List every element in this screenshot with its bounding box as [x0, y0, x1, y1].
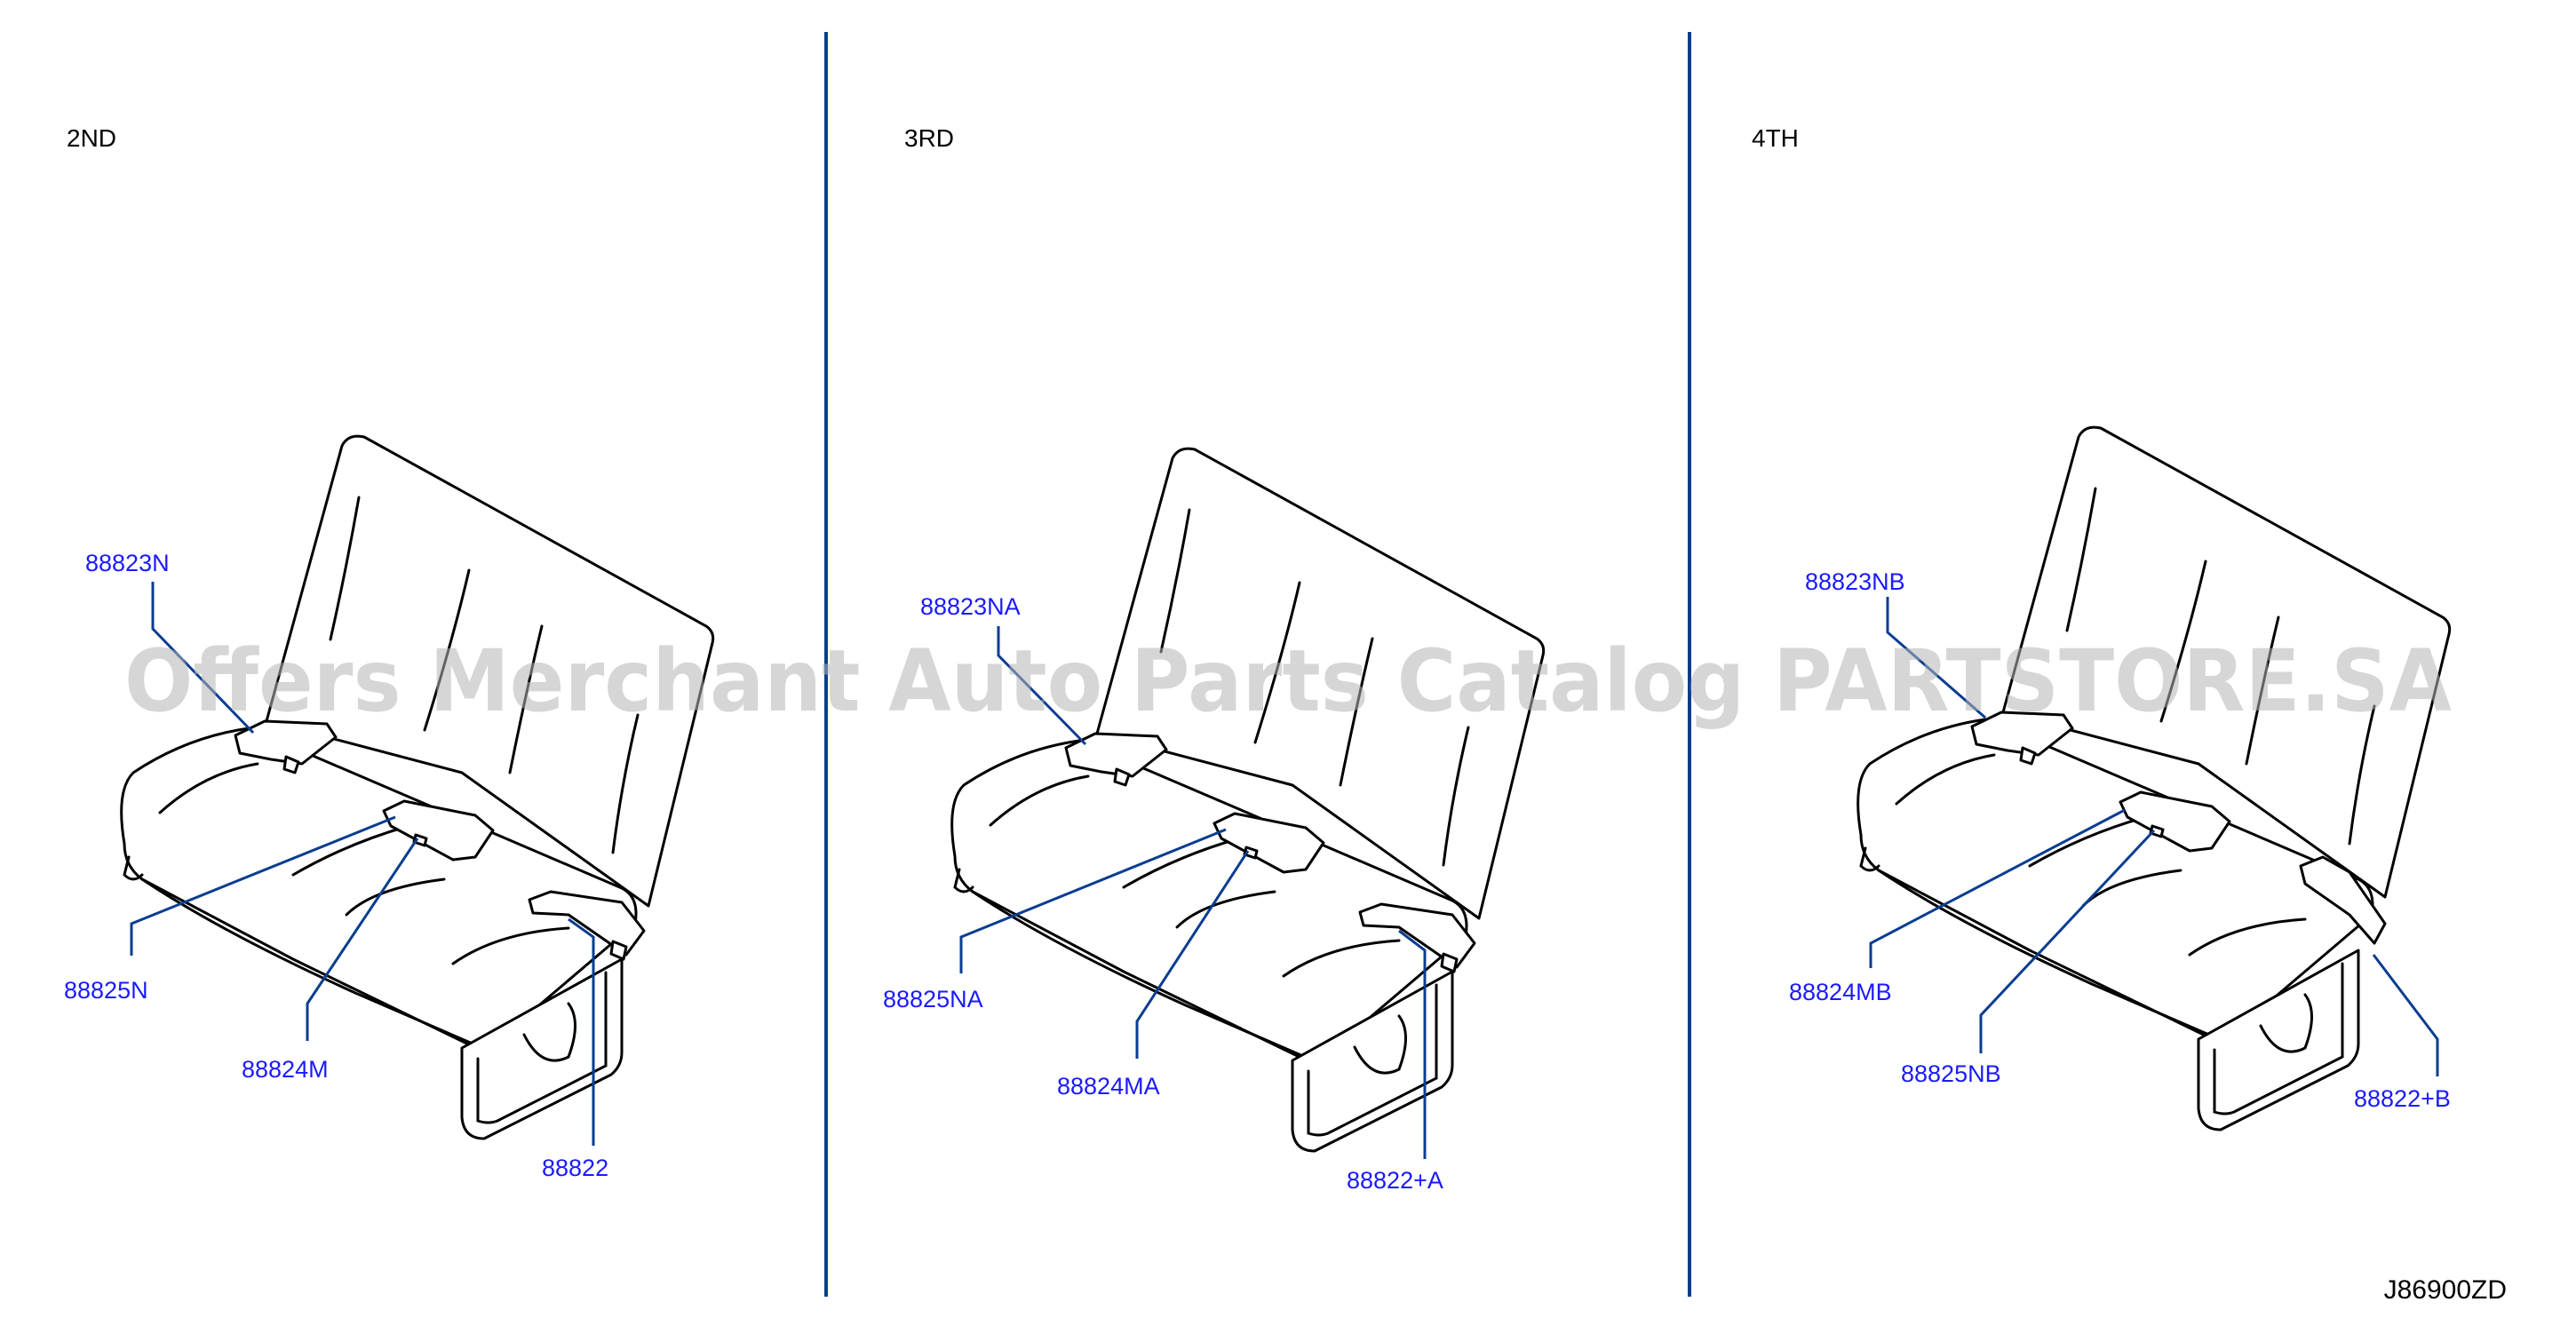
leader-88824MA — [1135, 850, 1250, 1059]
callout-88824MA[interactable]: 88824MA — [1057, 1073, 1160, 1100]
callout-88824MB[interactable]: 88824MB — [1789, 979, 1892, 1005]
diagram-reference-code: J86900ZD — [2384, 1275, 2507, 1305]
callout-88825NA[interactable]: 88825NA — [883, 986, 983, 1012]
section-3rd: 3RD 88823 — [883, 124, 1546, 1194]
leader-88823NB — [1886, 597, 1986, 719]
leader-88823NA — [997, 626, 1087, 746]
leader-88822A — [1398, 929, 1427, 1159]
callout-88823NB[interactable]: 88823NB — [1805, 568, 1905, 595]
callout-88823NA[interactable]: 88823NA — [920, 593, 1021, 620]
leader-88825NA — [959, 828, 1227, 973]
callout-88825N[interactable]: 88825N — [64, 977, 148, 1004]
section-4th: 4TH 88823 — [1752, 124, 2452, 1131]
section-label: 2ND — [67, 124, 116, 152]
seat-drawing — [120, 434, 715, 1140]
callout-88825NB[interactable]: 88825NB — [1901, 1060, 2001, 1087]
callout-88822A[interactable]: 88822+A — [1347, 1167, 1443, 1194]
callout-88823N[interactable]: 88823N — [85, 550, 170, 576]
leader-88822 — [568, 917, 595, 1146]
section-label: 4TH — [1752, 124, 1799, 152]
seat-drawing — [1856, 425, 2452, 1131]
callout-88824M[interactable]: 88824M — [242, 1056, 329, 1083]
leader-88825N — [130, 815, 396, 956]
watermark-text: Offers Merchant Auto Parts Catalog PARTS… — [124, 631, 2452, 731]
section-2nd: 2ND — [64, 124, 715, 1181]
callout-88822[interactable]: 88822 — [542, 1155, 608, 1181]
leader-88824MB — [1869, 808, 2126, 968]
leader-88824M — [306, 838, 419, 1041]
leader-88823N — [151, 582, 255, 734]
seat-drawing — [950, 447, 1546, 1153]
section-label: 3RD — [904, 124, 954, 152]
callout-88822B[interactable]: 88822+B — [2354, 1085, 2451, 1112]
leader-88825NB — [1979, 829, 2156, 1053]
leader-88822B — [2372, 954, 2439, 1076]
